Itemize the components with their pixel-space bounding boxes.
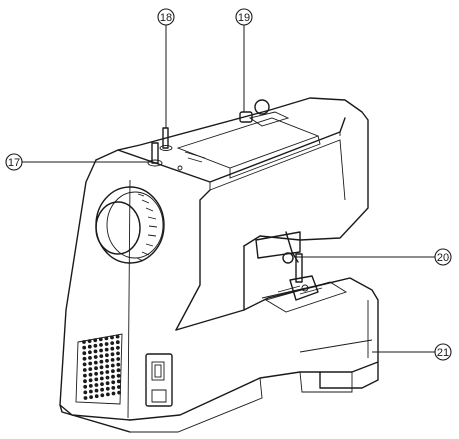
grille-hole (99, 348, 103, 353)
grille-hole (88, 361, 93, 366)
grille-hole (99, 359, 104, 364)
grille-hole (82, 356, 87, 361)
grille-hole (88, 372, 93, 377)
grille-hole (116, 368, 121, 373)
grille-hole (88, 356, 92, 360)
needle-area (277, 231, 323, 301)
grille-hole (94, 371, 98, 376)
grille-hole (116, 379, 121, 384)
grille-hole (116, 362, 121, 367)
grille-hole (100, 387, 104, 392)
grille-hole (93, 349, 98, 354)
handwheel-icon (95, 186, 165, 264)
callout-21-label: 21 (437, 347, 449, 359)
grille-hole (99, 376, 104, 381)
grille-hole (116, 345, 120, 350)
grille-hole (99, 343, 103, 347)
callout-18: 18 (157, 8, 175, 26)
grille-hole (105, 364, 110, 369)
grille-hole (94, 366, 98, 371)
machine-body (59, 97, 379, 433)
callout-19: 19 (235, 8, 253, 26)
grille-hole (100, 382, 104, 386)
callout-17-label: 17 (8, 157, 20, 169)
grille-hole (115, 340, 120, 345)
grille-hole (110, 358, 115, 362)
grille-hole (105, 381, 110, 386)
grille-hole (110, 341, 115, 345)
grille-hole (82, 340, 86, 344)
grille-hole (94, 377, 99, 382)
grille-hole (83, 379, 87, 384)
callout-20: 20 (434, 248, 452, 266)
grille-hole (100, 393, 105, 398)
grille-hole (110, 363, 115, 368)
grille-hole (83, 390, 88, 395)
grille-hole (88, 384, 93, 388)
grille-hole (116, 357, 121, 361)
grille-hole (99, 354, 104, 358)
grille-hole (117, 390, 121, 395)
grille-hole (82, 351, 87, 356)
grille-hole (82, 362, 87, 367)
grille-hole (98, 337, 103, 342)
grille-hole (117, 385, 121, 389)
grille-hole (99, 365, 104, 370)
grille-hole (105, 358, 109, 363)
grille-hole (110, 335, 114, 340)
grille-hole (88, 350, 92, 355)
grille-hole (106, 392, 110, 397)
grille-hole (87, 339, 92, 343)
grille-hole (93, 343, 98, 348)
grille-hole (83, 396, 88, 400)
grille-hole (115, 334, 120, 339)
grille-hole (94, 388, 99, 393)
grille-hole (110, 346, 115, 351)
grille-hole (111, 380, 116, 385)
callout-18-label: 18 (160, 12, 172, 24)
spool-pin-assembly (147, 99, 290, 171)
grille-hole (104, 347, 109, 352)
power-switch-icon (145, 353, 173, 407)
grille-hole (89, 389, 93, 394)
grille-hole (105, 375, 110, 380)
grille-hole (111, 374, 115, 379)
grille-hole (105, 370, 110, 374)
grille-hole (110, 352, 115, 357)
callout-21: 21 (434, 343, 452, 361)
grille-hole (105, 386, 110, 391)
grille-hole (111, 386, 116, 390)
grille-hole (116, 373, 121, 378)
grille-hole (87, 344, 92, 349)
grille-hole (93, 338, 98, 343)
grille-hole (111, 391, 116, 396)
leader-lines (22, 24, 435, 353)
grille-hole (104, 336, 109, 341)
callout-19-label: 19 (238, 12, 250, 24)
grille-hole (111, 369, 115, 373)
grille-hole (83, 373, 87, 378)
grille-hole (82, 345, 87, 350)
callout-20-label: 20 (437, 252, 449, 264)
grille-hole (89, 395, 93, 399)
grille-hole (93, 355, 98, 359)
grille-hole (83, 384, 88, 389)
grille-hole (82, 368, 87, 372)
grille-hole (88, 367, 93, 371)
grille-hole (99, 371, 104, 375)
grille-hole (104, 342, 109, 346)
grille-hole (94, 383, 99, 387)
grille-hole (93, 360, 98, 365)
grille-hole (105, 353, 109, 358)
grille-hole (116, 351, 120, 356)
grille-hole (88, 378, 93, 383)
callout-17: 17 (5, 153, 23, 171)
vent-grille-icon (75, 333, 123, 405)
grille-hole (94, 394, 99, 399)
